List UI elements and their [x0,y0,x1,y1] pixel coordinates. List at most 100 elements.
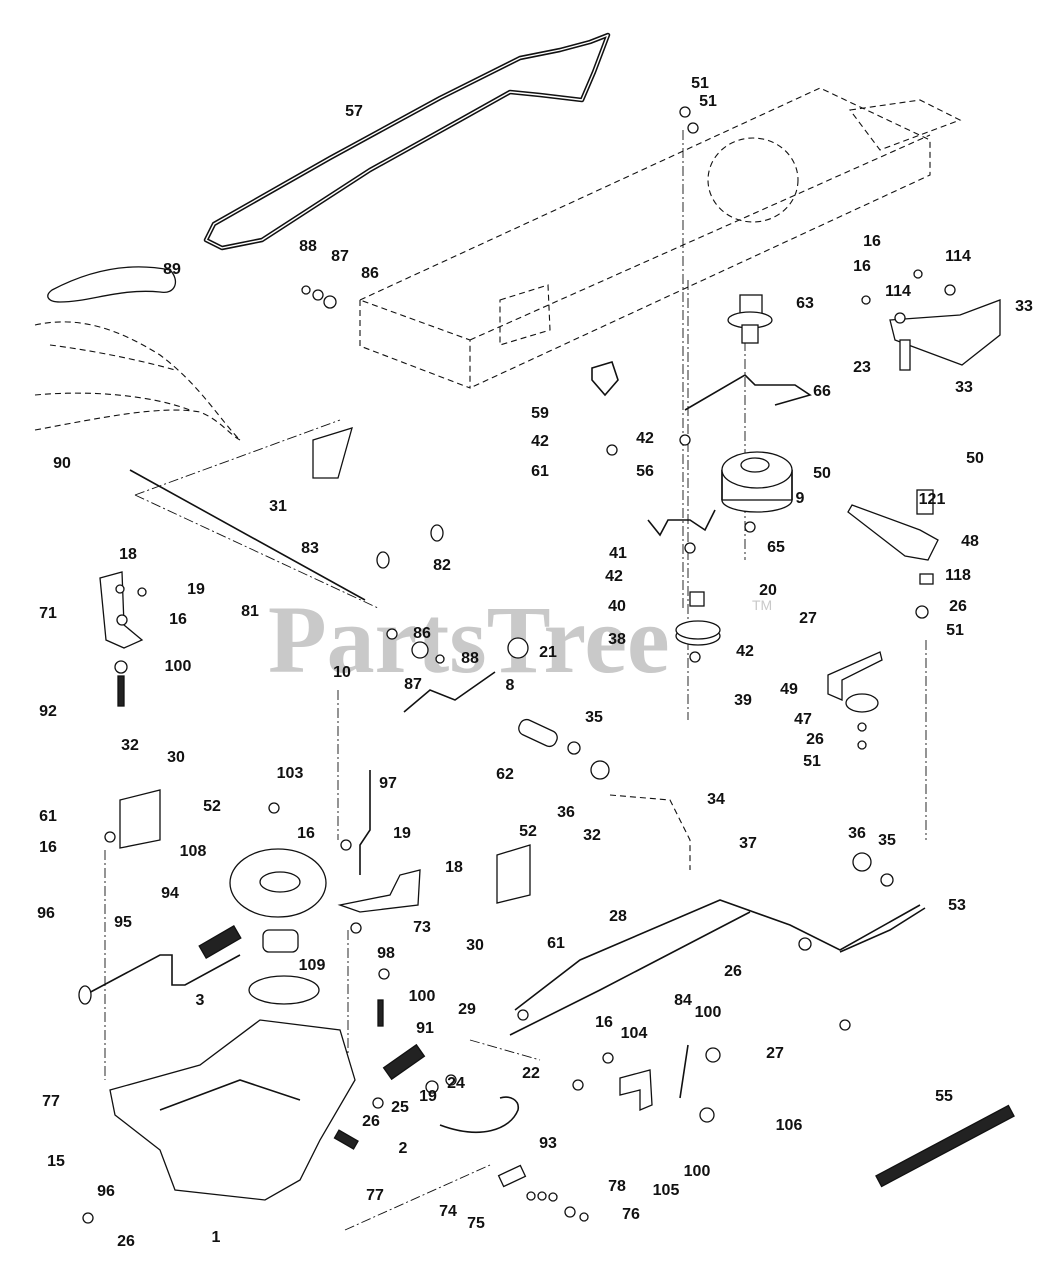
callout-77[interactable]: 77 [366,1187,384,1204]
callout-51[interactable]: 51 [691,75,709,92]
callout-9[interactable]: 9 [796,490,805,507]
callout-31[interactable]: 31 [269,498,287,515]
callout-52[interactable]: 52 [203,798,221,815]
callout-90[interactable]: 90 [53,455,71,472]
callout-8[interactable]: 8 [506,677,515,694]
callout-83[interactable]: 83 [301,540,319,557]
callout-42[interactable]: 42 [531,433,549,450]
callout-21[interactable]: 21 [539,644,557,661]
callout-73[interactable]: 73 [413,919,431,936]
callout-23[interactable]: 23 [853,359,871,376]
callout-33[interactable]: 33 [955,379,973,396]
callout-51[interactable]: 51 [946,622,964,639]
callout-121[interactable]: 121 [919,491,946,508]
callout-100[interactable]: 100 [695,1004,722,1021]
callout-32[interactable]: 32 [121,737,139,754]
knob-21[interactable] [507,637,529,659]
callout-103[interactable]: 103 [277,765,304,782]
callout-63[interactable]: 63 [796,295,814,312]
callout-105[interactable]: 105 [653,1182,680,1199]
callout-42[interactable]: 42 [636,430,654,447]
callout-16[interactable]: 16 [297,825,315,842]
bracket-23[interactable] [889,299,1001,366]
bracket-30-right[interactable] [496,844,531,904]
callout-61[interactable]: 61 [547,935,565,952]
idler-pulley-38[interactable] [675,591,721,646]
callout-19[interactable]: 19 [393,825,411,842]
callout-74[interactable]: 74 [439,1203,457,1220]
callout-97[interactable]: 97 [379,775,397,792]
callout-20[interactable]: 20 [759,582,777,599]
callout-78[interactable]: 78 [608,1178,626,1195]
callout-52[interactable]: 52 [519,823,537,840]
callout-16[interactable]: 16 [595,1014,613,1031]
callout-1[interactable]: 1 [212,1229,221,1246]
callout-50[interactable]: 50 [813,465,831,482]
callout-42[interactable]: 42 [605,568,623,585]
callout-81[interactable]: 81 [241,603,259,620]
callout-96[interactable]: 96 [97,1183,115,1200]
callout-100[interactable]: 100 [409,988,436,1005]
callout-100[interactable]: 100 [684,1163,711,1180]
belt-keeper-31[interactable] [312,427,353,479]
callout-3[interactable]: 3 [196,992,205,1009]
bracket-30-left[interactable] [119,789,161,849]
callout-26[interactable]: 26 [949,598,967,615]
callout-114[interactable]: 114 [945,248,971,265]
callout-96[interactable]: 96 [37,905,55,922]
callout-26[interactable]: 26 [117,1233,135,1250]
callout-94[interactable]: 94 [161,885,179,902]
bracket-71[interactable] [99,571,144,649]
callout-32[interactable]: 32 [583,827,601,844]
callout-48[interactable]: 48 [961,533,979,550]
callout-88[interactable]: 88 [299,238,317,255]
bracket-104[interactable] [619,1069,653,1111]
callout-27[interactable]: 27 [799,610,817,627]
callout-2[interactable]: 2 [399,1140,408,1157]
callout-87[interactable]: 87 [404,676,422,693]
callout-36[interactable]: 36 [848,825,866,842]
callout-37[interactable]: 37 [739,835,757,852]
spacer-74[interactable] [497,1164,527,1188]
cooling-fan-94[interactable] [229,848,327,918]
callout-29[interactable]: 29 [458,1001,476,1018]
callout-41[interactable]: 41 [609,545,627,562]
callout-50[interactable]: 50 [966,450,984,467]
callout-16[interactable]: 16 [853,258,871,275]
callout-28[interactable]: 28 [609,908,627,925]
callout-75[interactable]: 75 [467,1215,485,1232]
spindle-pulley-63[interactable] [727,294,773,344]
callout-40[interactable]: 40 [608,598,626,615]
callout-19[interactable]: 19 [187,581,205,598]
callout-24[interactable]: 24 [447,1075,465,1092]
callout-33[interactable]: 33 [1015,298,1033,315]
callout-55[interactable]: 55 [935,1088,953,1105]
callout-62[interactable]: 62 [496,766,514,783]
callout-91[interactable]: 91 [416,1020,434,1037]
callout-59[interactable]: 59 [531,405,549,422]
handle-grip-62[interactable] [516,717,559,748]
idler-arm-48[interactable] [847,504,939,561]
callout-104[interactable]: 104 [621,1025,648,1042]
callout-71[interactable]: 71 [39,605,57,622]
callout-89[interactable]: 89 [163,261,181,278]
callout-65[interactable]: 65 [767,539,785,556]
callout-106[interactable]: 106 [776,1117,803,1134]
callout-35[interactable]: 35 [585,709,603,726]
spacer-121[interactable] [916,489,934,515]
callout-22[interactable]: 22 [522,1065,540,1082]
callout-30[interactable]: 30 [167,749,185,766]
callout-26[interactable]: 26 [806,731,824,748]
bracket-73[interactable] [337,869,421,913]
callout-19[interactable]: 19 [419,1088,437,1105]
callout-18[interactable]: 18 [119,546,137,563]
callout-26[interactable]: 26 [362,1113,380,1130]
callout-25[interactable]: 25 [391,1099,409,1116]
callout-30[interactable]: 30 [466,937,484,954]
callout-93[interactable]: 93 [539,1135,557,1152]
callout-34[interactable]: 34 [707,791,725,808]
callout-88[interactable]: 88 [461,650,479,667]
callout-51[interactable]: 51 [699,93,717,110]
callout-10[interactable]: 10 [333,664,351,681]
callout-66[interactable]: 66 [813,383,831,400]
